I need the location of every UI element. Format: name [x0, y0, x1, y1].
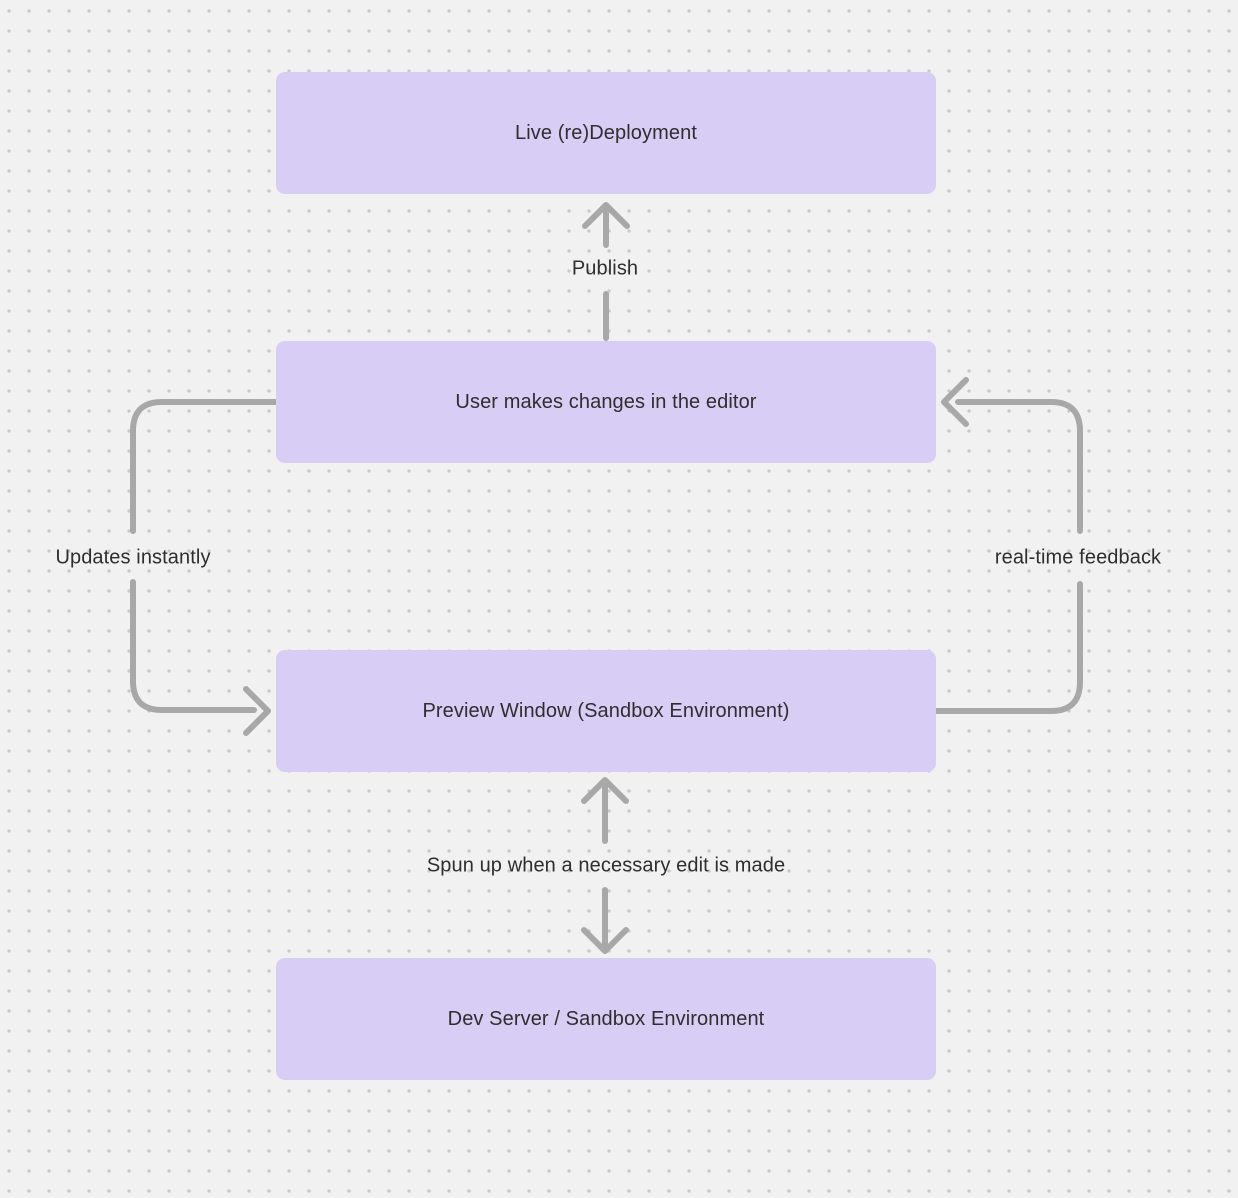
node-editor-changes-label: User makes changes in the editor: [455, 390, 757, 413]
edge-feedback-arrowhead-left-icon: [941, 377, 969, 427]
edge-publish: [582, 202, 630, 341]
edge-spunup-arrowhead-down-icon: [581, 927, 629, 954]
edge-label-spun-up: Spun up when a necessary edit is made: [426, 854, 786, 877]
node-preview-window-label: Preview Window (Sandbox Environment): [422, 699, 790, 722]
edge-updates-arrowhead-right-icon: [243, 686, 271, 736]
edge-spunup-arrowhead-up-icon: [581, 777, 629, 804]
node-dev-server: Dev Server / Sandbox Environment: [276, 958, 936, 1080]
edge-spun-up: [581, 777, 629, 954]
node-preview-window: Preview Window (Sandbox Environment): [276, 650, 936, 772]
node-live-redeployment: Live (re)Deployment: [276, 72, 936, 194]
edge-label-realtime-feedback: real-time feedback: [994, 546, 1162, 569]
node-live-redeployment-label: Live (re)Deployment: [515, 121, 697, 144]
edge-updates-instantly: [130, 399, 279, 736]
edge-feedback-line-upper: [955, 399, 1083, 534]
edge-feedback-line-lower: [933, 581, 1083, 714]
edge-realtime-feedback: [933, 377, 1083, 714]
edge-publish-arrowhead-up-icon: [582, 202, 630, 229]
edge-updates-line-upper: [130, 399, 279, 534]
node-editor-changes: User makes changes in the editor: [276, 341, 936, 463]
node-dev-server-label: Dev Server / Sandbox Environment: [447, 1007, 765, 1030]
edge-updates-line-lower: [130, 579, 257, 713]
edge-label-updates-instantly: Updates instantly: [55, 546, 211, 569]
edge-label-publish: Publish: [571, 257, 639, 280]
